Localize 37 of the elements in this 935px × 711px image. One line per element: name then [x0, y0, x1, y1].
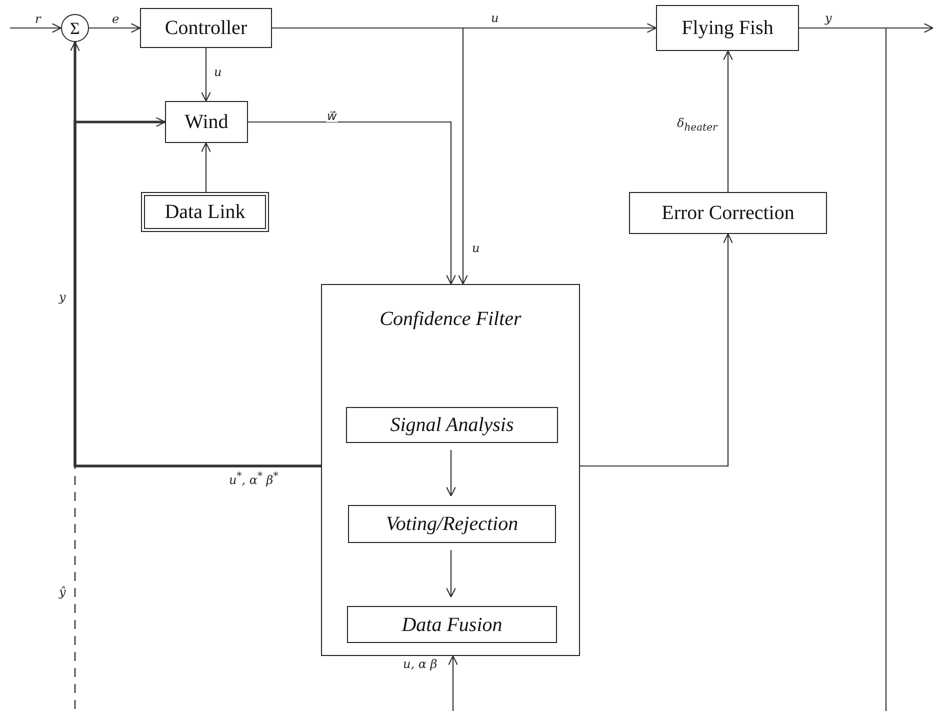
block-label: Voting/Rejection	[386, 514, 518, 534]
block-label: Flying Fish	[682, 18, 774, 38]
sigma-symbol: Σ	[70, 20, 80, 36]
edge-label: u$^{*}$, α$^{*}$ β$^{*}$	[228, 472, 280, 486]
block-label: Data Fusion	[402, 614, 502, 634]
arrow	[580, 233, 734, 467]
block-box	[140, 8, 272, 48]
block-label: Signal Analysis	[390, 415, 514, 435]
arrow	[200, 142, 212, 192]
block-label: Error Correction	[662, 203, 794, 223]
arrow	[722, 50, 734, 192]
arrow	[200, 48, 212, 102]
edge-label: δ$_{heater}$	[676, 117, 718, 134]
arrow	[248, 121, 456, 285]
block-label: Controller	[164, 18, 248, 38]
arrow	[272, 27, 468, 285]
edge-label: ŷ	[58, 586, 67, 598]
edge-label: w⃗	[326, 110, 338, 122]
stage-box	[347, 606, 557, 643]
block-box	[656, 5, 799, 51]
block-label: Data Link	[164, 202, 246, 222]
block-box	[629, 192, 827, 234]
block-label: Confidence Filter	[380, 309, 522, 329]
edge-label: u, α β	[402, 658, 438, 670]
arrow	[89, 22, 141, 34]
arrow	[74, 116, 321, 468]
block-label: Wind	[184, 112, 228, 132]
arrow	[448, 655, 458, 711]
arrow	[446, 450, 456, 497]
block-box	[165, 101, 248, 143]
arrow	[10, 22, 62, 34]
stage-box	[348, 505, 556, 543]
arrow	[446, 550, 456, 598]
block-box	[141, 192, 269, 232]
filter-block	[321, 284, 580, 656]
summing-junction	[61, 14, 89, 42]
stage-box	[346, 407, 558, 443]
